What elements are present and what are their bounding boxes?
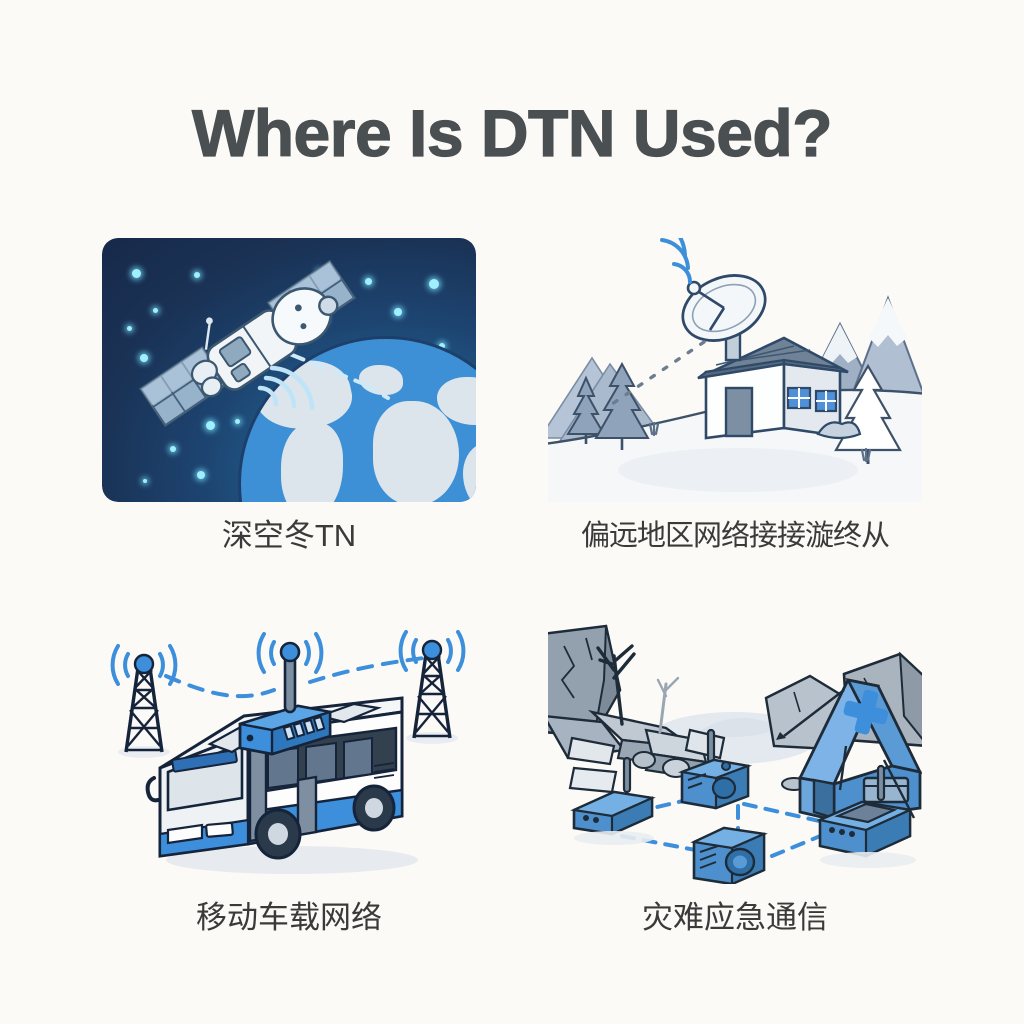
remote-scene [548,238,922,502]
dashed-link-icon [268,344,366,386]
star-icon [235,419,240,424]
panel-vehicular: 移动车载网络 [66,620,512,938]
star-icon [127,326,132,331]
continent-shape [373,401,459,502]
star-icon [143,479,147,483]
star-icon [170,446,176,452]
radio-node-icon [690,826,768,884]
signal-wave-icon [257,365,315,411]
panel-grid: 深空冬TN [0,238,1024,998]
continent-shape [281,423,343,502]
signal-wave-icon [256,632,324,674]
radio-node-icon [677,728,753,810]
house-icon [697,336,862,440]
panel-deep-space: 深空冬TN [66,238,512,556]
cell-tower-icon [398,630,466,744]
router-icon [238,632,332,756]
star-icon [132,269,141,278]
page-title: Where Is DTN Used? [191,95,833,170]
star-icon [429,279,439,289]
vehicular-scene [102,620,476,884]
grass-icon [648,421,872,463]
panel-remote-area: 偏远地区网络接接漩终从 [512,238,958,556]
disaster-illustration [548,620,922,884]
wifi-arc-icon [660,238,693,284]
panel-caption: 灾难应急通信 [642,900,828,935]
star-icon [394,308,402,316]
radio-node-icon [816,764,914,858]
remote-area-illustration [548,238,922,502]
disaster-scene [548,620,922,884]
bus-icon [145,696,404,860]
vehicular-illustration [102,620,476,884]
satellite-dish-icon [681,274,767,362]
star-icon [153,308,158,313]
rubble-icon [548,624,807,794]
star-icon [194,272,200,278]
star-icon [365,278,372,285]
star-icon [140,354,148,362]
continent-shape [359,365,403,395]
star-icon [197,471,205,479]
dashed-link-icon [610,340,706,406]
star-icon [439,343,445,349]
satellite-icon [139,259,390,428]
continent-shape [463,443,476,502]
cell-tower-icon [110,644,178,758]
star-icon [206,421,215,430]
broken-tree-icon [596,644,680,734]
panel-disaster: 灾难应急通信 [512,620,958,938]
radio-node-icon [570,756,656,836]
deep-space-illustration [102,238,476,502]
pine-tree-icon [566,361,650,450]
space-scene [102,238,476,502]
panel-caption: 深空冬TN [221,518,357,553]
panel-caption: 偏远地区网络接接漩终从 [580,520,890,552]
medical-cross-icon [843,689,889,735]
panel-caption: 移动车载网络 [196,900,382,935]
